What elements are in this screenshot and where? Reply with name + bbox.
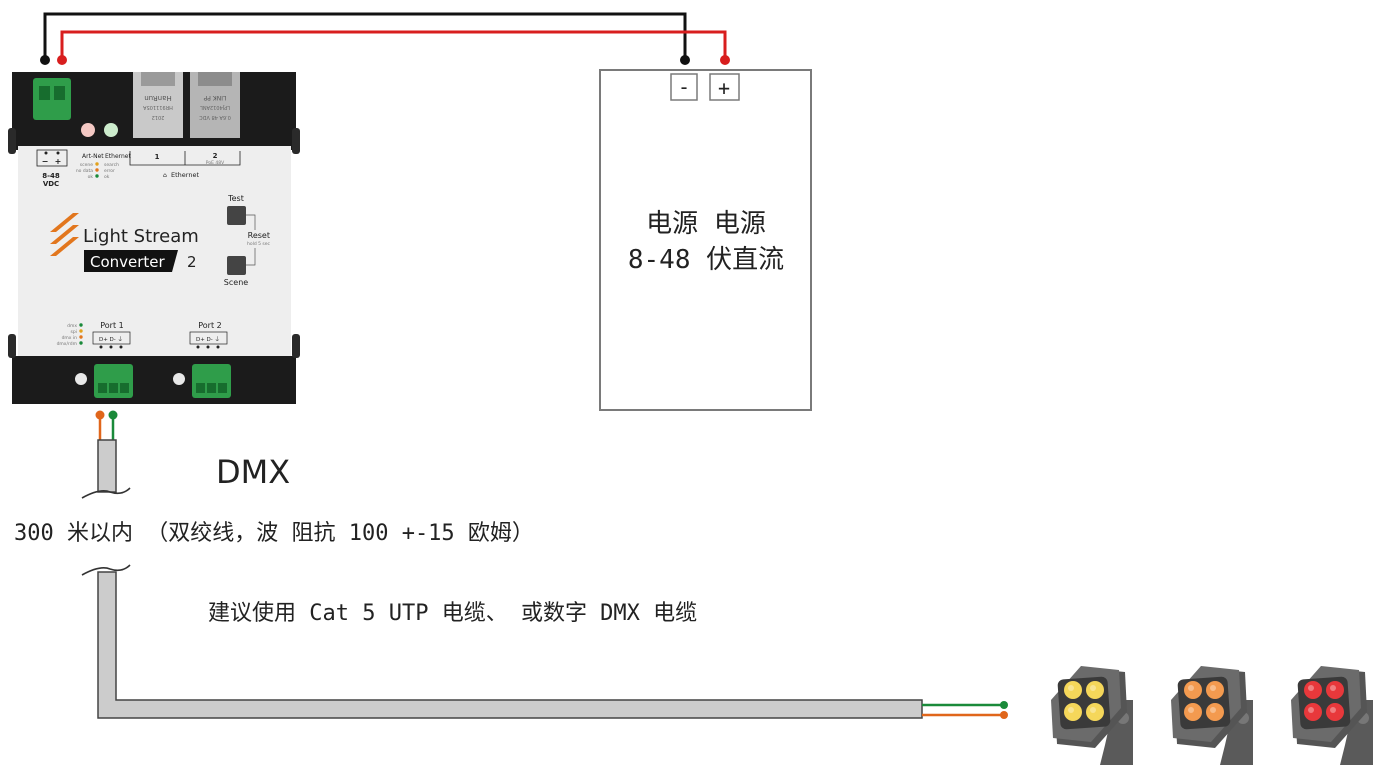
port-2-label-group: Port 2 D+ D- ⏚ xyxy=(189,321,228,349)
ethernet-label: Ethernet xyxy=(171,171,199,179)
port-1-pins: D+ D- ⏚ xyxy=(99,336,123,343)
status-led-green xyxy=(104,123,118,137)
fixture-lens xyxy=(1304,681,1322,699)
port-status-4: dmx/rdm xyxy=(57,341,77,347)
red-wire-dot-right xyxy=(720,55,730,65)
cable-length-label: 300 米以内 （双绞线，波 阻抗 100 +-15 欧姆） xyxy=(14,521,534,546)
port-2-indicator-led xyxy=(173,373,185,385)
legend-artnet-row-1: scene xyxy=(80,163,93,168)
ethernet-poe-label: PoE 48V xyxy=(206,160,225,166)
black-power-wire xyxy=(43,12,687,62)
model-name: Converter xyxy=(90,253,166,271)
brand-name: Light Stream xyxy=(83,226,199,247)
dmx-label: DMX xyxy=(216,453,290,491)
legend-ethernet-row-1: search xyxy=(104,162,119,168)
model-number: 2 xyxy=(187,253,197,271)
light-fixture xyxy=(1291,666,1373,765)
rj45-left-year: 2012 xyxy=(152,114,165,120)
fixture-lens xyxy=(1064,703,1082,721)
power-terminal-block xyxy=(33,78,71,120)
rj45-left-model: HR911105A xyxy=(143,104,173,110)
port-status-2: spi xyxy=(71,329,77,335)
light-fixture xyxy=(1051,666,1133,765)
fixture-lens xyxy=(1206,703,1224,721)
light-fixture xyxy=(1171,666,1253,765)
rj45-right-model: LPJ4012ANL xyxy=(200,104,230,110)
fixture-lens xyxy=(1304,703,1322,721)
legend-artnet-title: Art-Net xyxy=(82,153,104,160)
led-legend: Art-Net Ethernet scene no data ok search… xyxy=(76,153,132,180)
legend-artnet-row-2: no data xyxy=(76,168,93,174)
port-2-label: Port 2 xyxy=(198,321,222,330)
legend-ethernet-title: Ethernet xyxy=(105,153,131,160)
cable-break-bottom xyxy=(81,564,131,576)
psu-minus-terminal xyxy=(670,73,698,101)
ethernet-port-labels: 1 2 PoE 48V ⌂ Ethernet xyxy=(129,151,241,179)
fixture-lens xyxy=(1326,681,1344,699)
scene-button[interactable] xyxy=(227,256,246,275)
port-1-label-group: Port 1 D+ D- ⏚ xyxy=(92,321,131,349)
rj45-right-rating: 0.6A 48 VDC xyxy=(199,114,231,120)
port-1-label: Port 1 xyxy=(100,321,124,330)
fixture-lens xyxy=(1064,681,1082,699)
cable-upper-segment xyxy=(97,439,117,493)
power-voltage-label: 8-48 xyxy=(42,172,60,180)
legend-ethernet-row-3: ok xyxy=(104,174,110,180)
cable-recommendation: 建议使用 Cat 5 UTP 电缆、 或数字 DMX 电缆 xyxy=(208,601,697,626)
psu-title-line-2: 8-48 伏直流 xyxy=(628,245,784,275)
ethernet-port-2-label: 2 xyxy=(213,152,218,160)
ethernet-icon: ⌂ xyxy=(163,172,167,179)
light-stream-logo: Light Stream Converter 2 xyxy=(50,213,199,272)
test-button-label: Test xyxy=(227,194,244,203)
red-power-wire xyxy=(60,30,727,62)
power-supply-box xyxy=(599,69,812,411)
psu-minus-label: - xyxy=(678,75,690,99)
scene-button-label: Scene xyxy=(224,278,248,287)
test-button[interactable] xyxy=(227,206,246,225)
rj45-port-2: LINK PP LPJ4012ANL 0.6A 48 VDC xyxy=(190,72,240,138)
port-status-1: dmx xyxy=(67,323,77,329)
black-wire-dot-right xyxy=(680,55,690,65)
black-wire-dot-left xyxy=(40,55,50,65)
cable-lower-segment xyxy=(97,571,923,719)
dmx-cable xyxy=(81,439,1008,719)
power-unit-label: VDC xyxy=(43,180,59,188)
ethernet-port-1-label: 1 xyxy=(155,153,160,161)
port-2-pins: D+ D- ⏚ xyxy=(196,336,220,343)
psu-plus-label: + xyxy=(718,76,730,100)
device-bottom-housing xyxy=(12,356,296,404)
psu-title-line-1: 电源 电源 xyxy=(646,209,766,239)
fixture-lens xyxy=(1206,681,1224,699)
reset-hold-label: hold 5 sec xyxy=(247,241,271,247)
converter-device: HanRun HR911105A 2012 LINK PP LPJ4012ANL… xyxy=(8,72,300,404)
fixture-lens xyxy=(1184,681,1202,699)
legend-ethernet-row-2: error xyxy=(104,168,115,174)
rj45-left-brand: HanRun xyxy=(144,94,171,102)
device-buttons: Test Reset hold 5 sec Scene xyxy=(224,194,271,287)
power-supply: - + 电源 电源 8-48 伏直流 xyxy=(599,69,812,411)
power-plus-label: + xyxy=(55,157,62,166)
fixture-lens xyxy=(1184,703,1202,721)
fixture-lens xyxy=(1086,703,1104,721)
psu-plus-terminal xyxy=(709,73,740,101)
power-wires xyxy=(40,12,730,65)
cable-break-top xyxy=(81,487,131,499)
rj45-right-brand: LINK PP xyxy=(203,94,226,101)
status-led-pink xyxy=(81,123,95,137)
fixtures xyxy=(1051,666,1373,765)
rj45-port-1: HanRun HR911105A 2012 xyxy=(133,72,183,138)
reset-label: Reset xyxy=(248,231,270,240)
fixture-lens xyxy=(1086,681,1104,699)
port-status-legend: dmx spi dmx in dmx/rdm xyxy=(57,323,83,347)
port-1-indicator-led xyxy=(75,373,87,385)
red-wire-dot-left xyxy=(57,55,67,65)
power-minus-label: − xyxy=(42,157,49,166)
fixture-lens xyxy=(1326,703,1344,721)
port-status-3: dmx in xyxy=(62,335,78,341)
legend-artnet-row-3: ok xyxy=(88,174,94,180)
